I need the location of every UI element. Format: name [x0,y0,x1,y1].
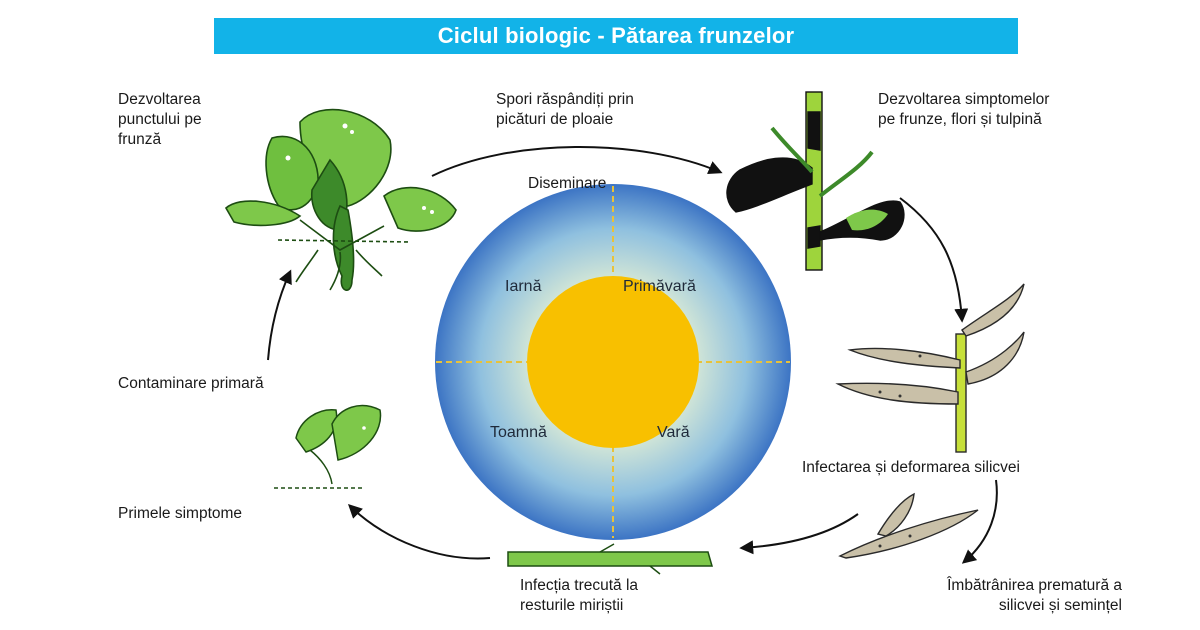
label-stubble-infection: Infecția trecută la resturile miriștii [520,577,639,614]
page-title: Ciclul biologic - Pătarea frunzelor [437,23,795,48]
infected-stem-icon [726,91,905,271]
arrow-to-stubble [739,513,859,555]
arrow-spores [431,146,723,177]
season-globe-icon [435,184,791,540]
label-leaf-spot: Dezvoltarea punctului pe frunză [118,91,202,148]
label-silique-infection: Infectarea și deformarea silicvei [802,459,1020,476]
label-symptoms: Dezvoltarea simptomelor pe frunze, flori… [878,91,1050,128]
seedling-icon [274,404,382,489]
title-bar: Ciclul biologic - Pătarea frunzelor [214,18,1018,54]
arrow-symptoms [899,197,969,323]
season-autumn: Toamnă [490,424,547,441]
label-premature-aging: Îmbătrânirea prematură a silicvei și sem… [947,577,1122,614]
label-dissemination: Diseminare [528,175,607,192]
season-winter: Iarnă [505,278,542,295]
season-spring: Primăvară [623,278,696,295]
cycle-arrows [267,146,998,564]
rosette-plant-icon [224,108,457,291]
silique-branch-icon [835,283,1025,453]
arrow-primary-contamination [267,269,292,361]
label-primary-contamination: Contaminare primară [118,375,264,392]
arrow-first-symptoms [347,504,491,560]
season-summer: Vară [657,424,690,441]
sun-icon [527,276,699,448]
label-first-symptoms: Primele simptome [118,505,243,522]
arrow-aging [961,479,998,564]
label-spores: Spori răspândiți prin picături de ploaie [496,91,634,128]
aged-silique-icon [838,492,979,559]
stubble-residue-icon [507,543,713,575]
